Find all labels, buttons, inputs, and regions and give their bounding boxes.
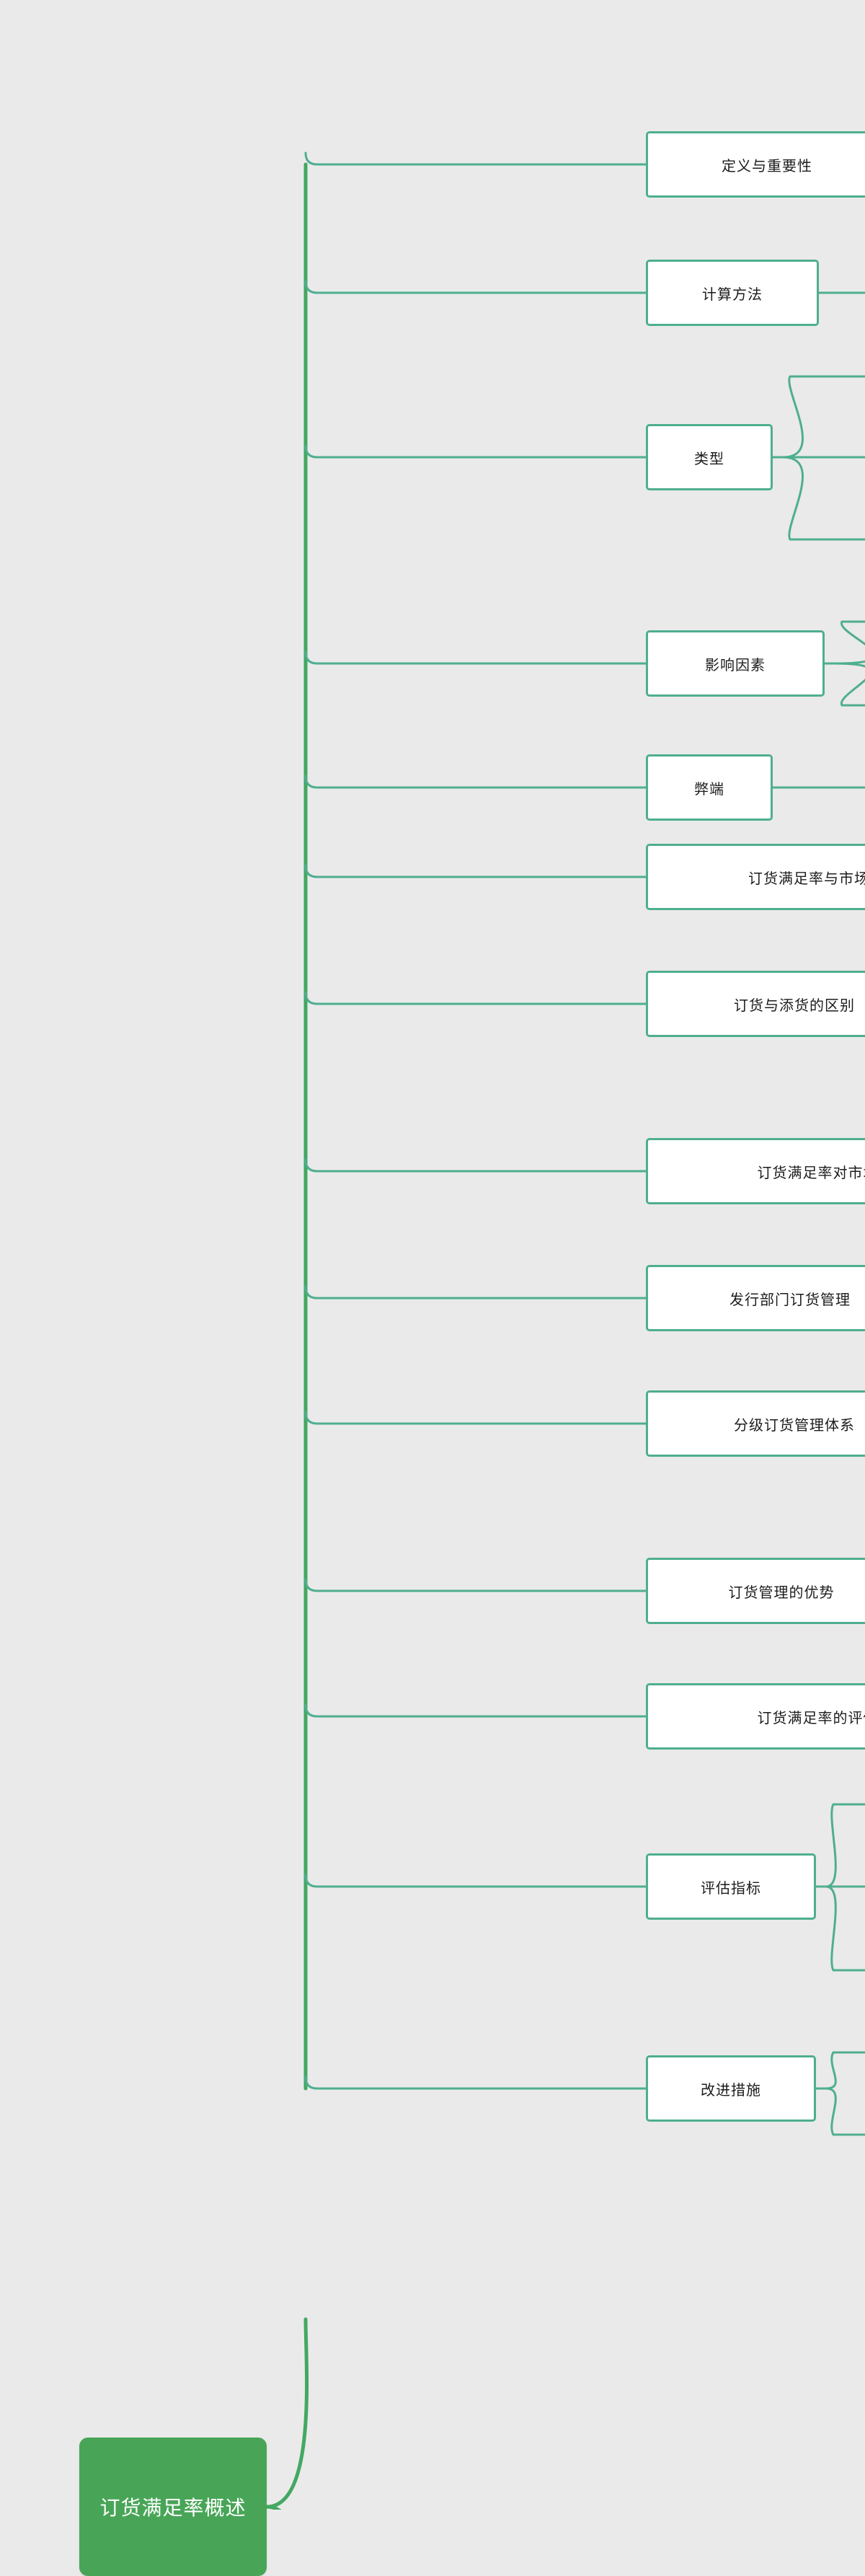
connector-path (306, 446, 646, 457)
branch-node-6[interactable]: 订货满足率与市场动态 (646, 844, 865, 910)
connector-path (816, 2052, 865, 2088)
connector-path (773, 457, 865, 539)
branch-node-6-label: 订货满足率与市场动态 (748, 867, 865, 888)
connector-path (825, 622, 865, 663)
branch-node-9-label: 发行部门订货管理 (729, 1288, 851, 1309)
branch-node-3[interactable]: 类型 (646, 424, 773, 490)
branch-node-7[interactable]: 订货与添货的区别 (646, 971, 865, 1037)
connector-path (267, 2507, 307, 2510)
connector-path (306, 865, 646, 877)
branch-node-13[interactable]: 评估指标 (646, 1853, 816, 1920)
connector-path (306, 1579, 646, 1591)
mindmap-canvas: 订货满足率概述定义与重要性订货满足率定义订货满足率的重要性计算方法订货满足率计算… (0, 0, 865, 2510)
connector-path (816, 1804, 865, 1887)
branch-node-8[interactable]: 订货满足率对市场的影响 (646, 1138, 865, 1204)
branch-node-3-label: 类型 (694, 447, 724, 468)
branch-node-5[interactable]: 弊端 (646, 754, 773, 821)
branch-node-14-label: 改进措施 (701, 2078, 761, 2099)
connector-layer (0, 0, 865, 2510)
connector-path (306, 1705, 646, 1716)
connector-path (306, 281, 646, 293)
root-node[interactable]: 订货满足率概述 (79, 2438, 267, 2576)
connector-path (306, 153, 646, 164)
connector-path (306, 1875, 646, 1887)
connector-path (306, 776, 646, 788)
root-node-label: 订货满足率概述 (99, 2492, 246, 2521)
branch-node-12[interactable]: 订货满足率的评估与改进 (646, 1683, 865, 1750)
connector-path (773, 376, 865, 457)
branch-node-9[interactable]: 发行部门订货管理 (646, 1265, 865, 1331)
connector-path (306, 1160, 646, 1171)
branch-node-11-label: 订货管理的优势 (729, 1581, 835, 1602)
connector-path (816, 2088, 865, 2135)
branch-node-2[interactable]: 计算方法 (646, 260, 819, 326)
branch-node-8-label: 订货满足率对市场的影响 (758, 1161, 865, 1182)
branch-node-4[interactable]: 影响因素 (646, 630, 825, 697)
branch-node-5-label: 弊端 (694, 777, 724, 798)
branch-node-4-label: 影响因素 (705, 653, 766, 674)
branch-node-14[interactable]: 改进措施 (646, 2055, 816, 2122)
branch-node-12-label: 订货满足率的评估与改进 (758, 1706, 865, 1727)
connector-path (306, 652, 646, 663)
branch-node-10-label: 分级订货管理体系 (734, 1413, 855, 1434)
branch-node-7-label: 订货与添货的区别 (734, 994, 855, 1015)
branch-node-13-label: 评估指标 (701, 1876, 761, 1897)
branch-node-2-label: 计算方法 (702, 283, 763, 304)
connector-path (306, 992, 646, 1004)
connector-path (267, 2319, 307, 2507)
connector-path (816, 1887, 865, 1970)
connector-path (306, 2077, 646, 2088)
connector-path (825, 663, 865, 705)
connector-path (306, 1412, 646, 1424)
branch-node-11[interactable]: 订货管理的优势 (646, 1558, 865, 1624)
branch-node-10[interactable]: 分级订货管理体系 (646, 1390, 865, 1457)
branch-node-1-label: 定义与重要性 (722, 154, 812, 175)
connector-path (306, 1287, 646, 1298)
branch-node-1[interactable]: 定义与重要性 (646, 131, 865, 198)
